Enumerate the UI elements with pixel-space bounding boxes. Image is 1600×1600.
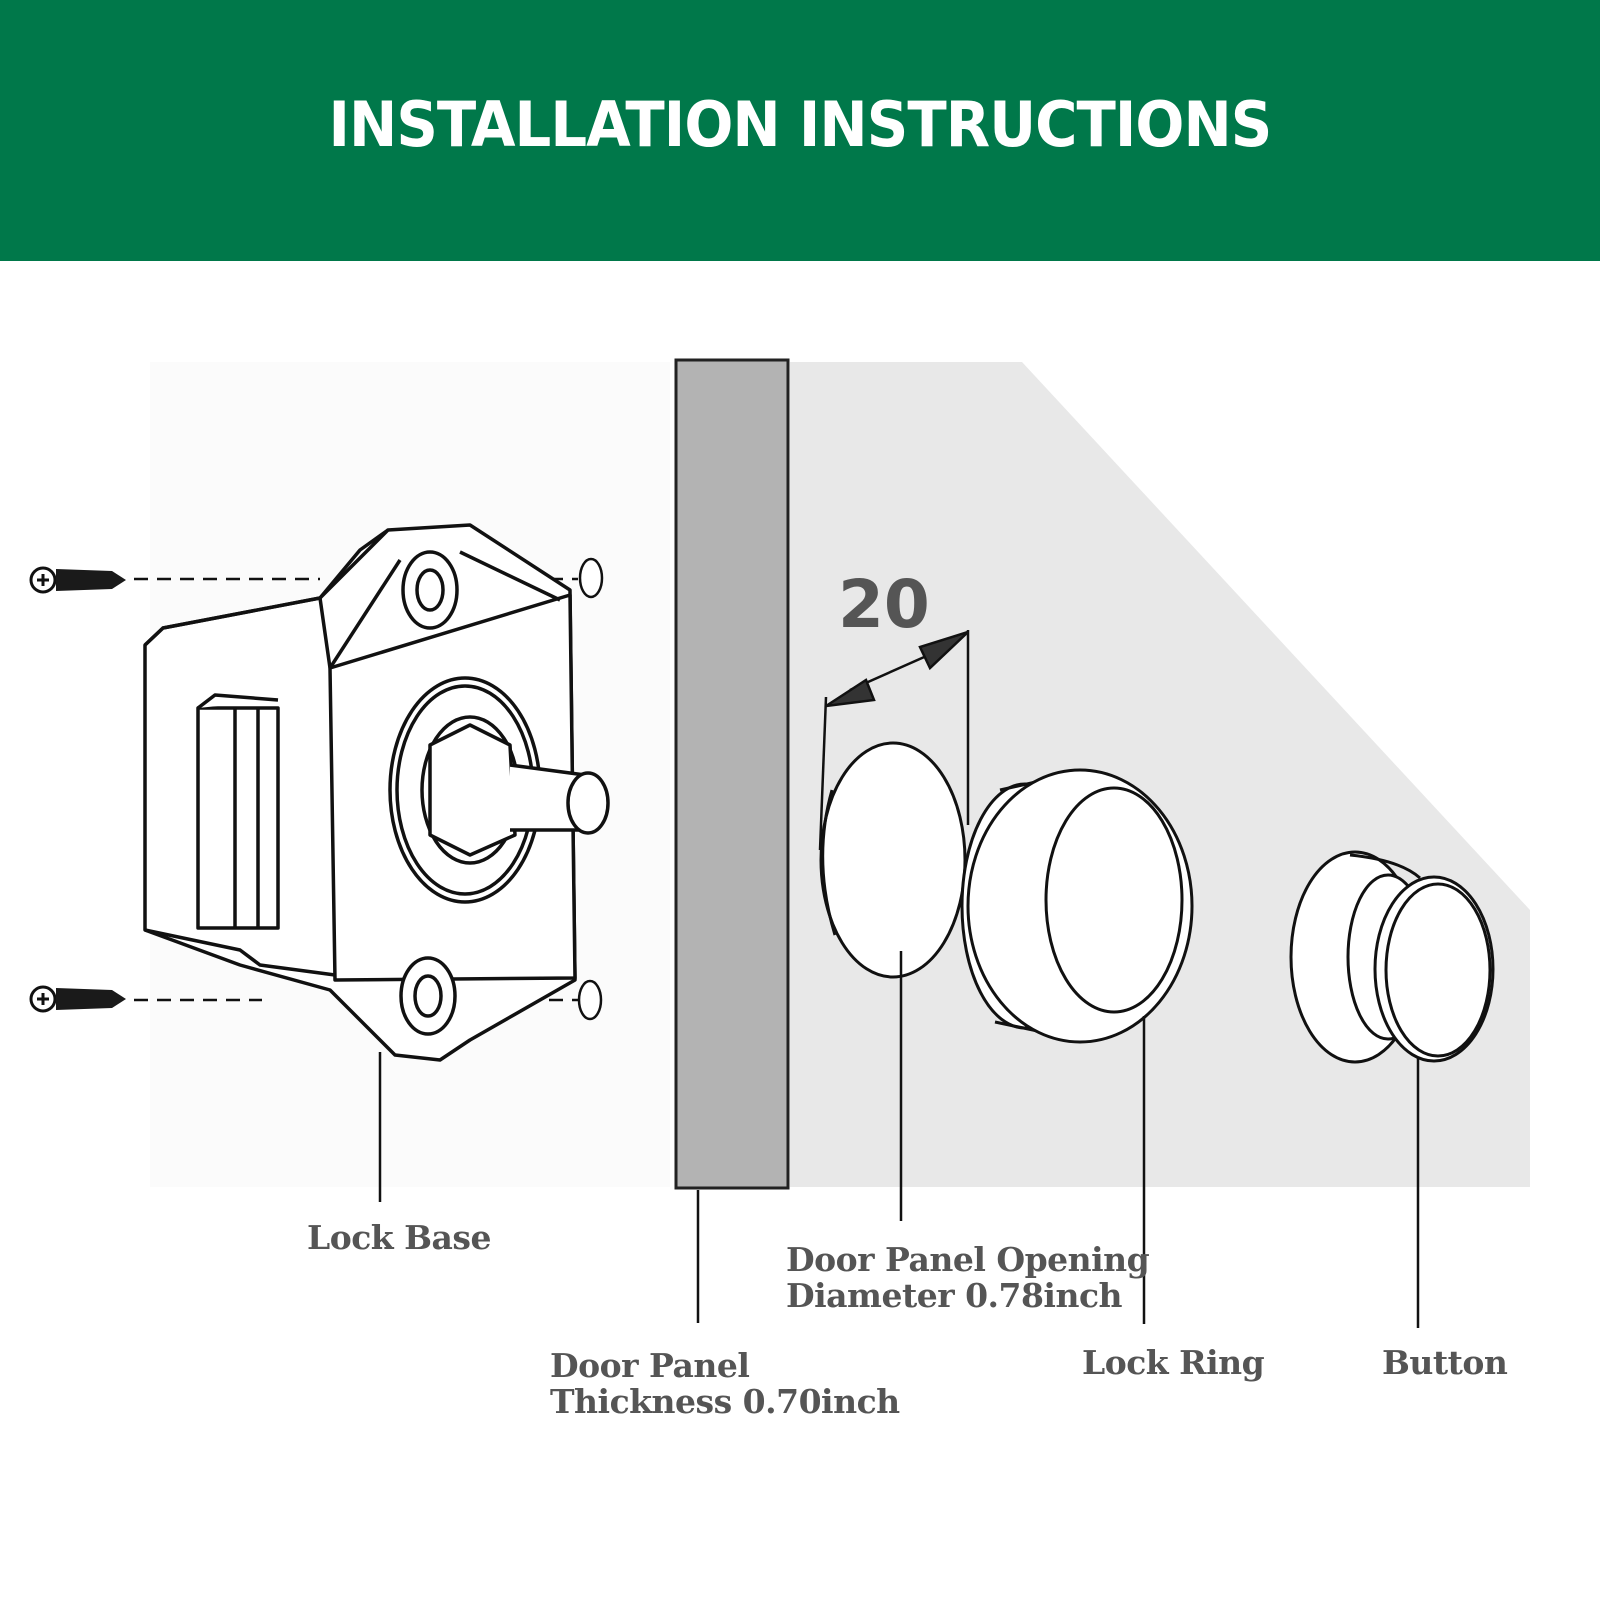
- lock-base-icon: [143, 523, 610, 1062]
- lock-ring-icon: [960, 768, 1194, 1044]
- door-opening-icon: [819, 741, 967, 979]
- dimension-value: 20: [838, 566, 930, 643]
- door-opening-line1: Door Panel Opening: [786, 1240, 1150, 1279]
- page-title: INSTALLATION INSTRUCTIONS: [328, 88, 1273, 161]
- door-opening-line2: Diameter 0.78inch: [786, 1276, 1123, 1315]
- button-icon: [1289, 850, 1495, 1064]
- thickness-line1: Door Panel: [550, 1346, 750, 1385]
- door-panel: [674, 358, 790, 1190]
- lock-base-text: Lock Base: [307, 1218, 492, 1257]
- screw-hole-icon: [578, 557, 604, 599]
- button-text: Button: [1382, 1343, 1508, 1382]
- header-banner: INSTALLATION INSTRUCTIONS: [0, 0, 1600, 261]
- screw-icon: [29, 985, 126, 1013]
- leader-lines: [378, 951, 1420, 1328]
- thickness-line2: Thickness 0.70inch: [550, 1382, 900, 1421]
- button-label: Button: [1382, 1343, 1508, 1382]
- lock-ring-text: Lock Ring: [1082, 1343, 1265, 1382]
- screw-hole-icon: [577, 979, 603, 1021]
- dimension-arrow-icon: [818, 630, 970, 851]
- door-opening-label: Door Panel Opening Diameter 0.78inch: [786, 1240, 1150, 1315]
- screw-icon: [29, 566, 126, 594]
- lock-base-label: Lock Base: [307, 1218, 492, 1257]
- lock-ring-label: Lock Ring: [1082, 1343, 1265, 1382]
- thickness-label: Door Panel Thickness 0.70inch: [550, 1348, 900, 1420]
